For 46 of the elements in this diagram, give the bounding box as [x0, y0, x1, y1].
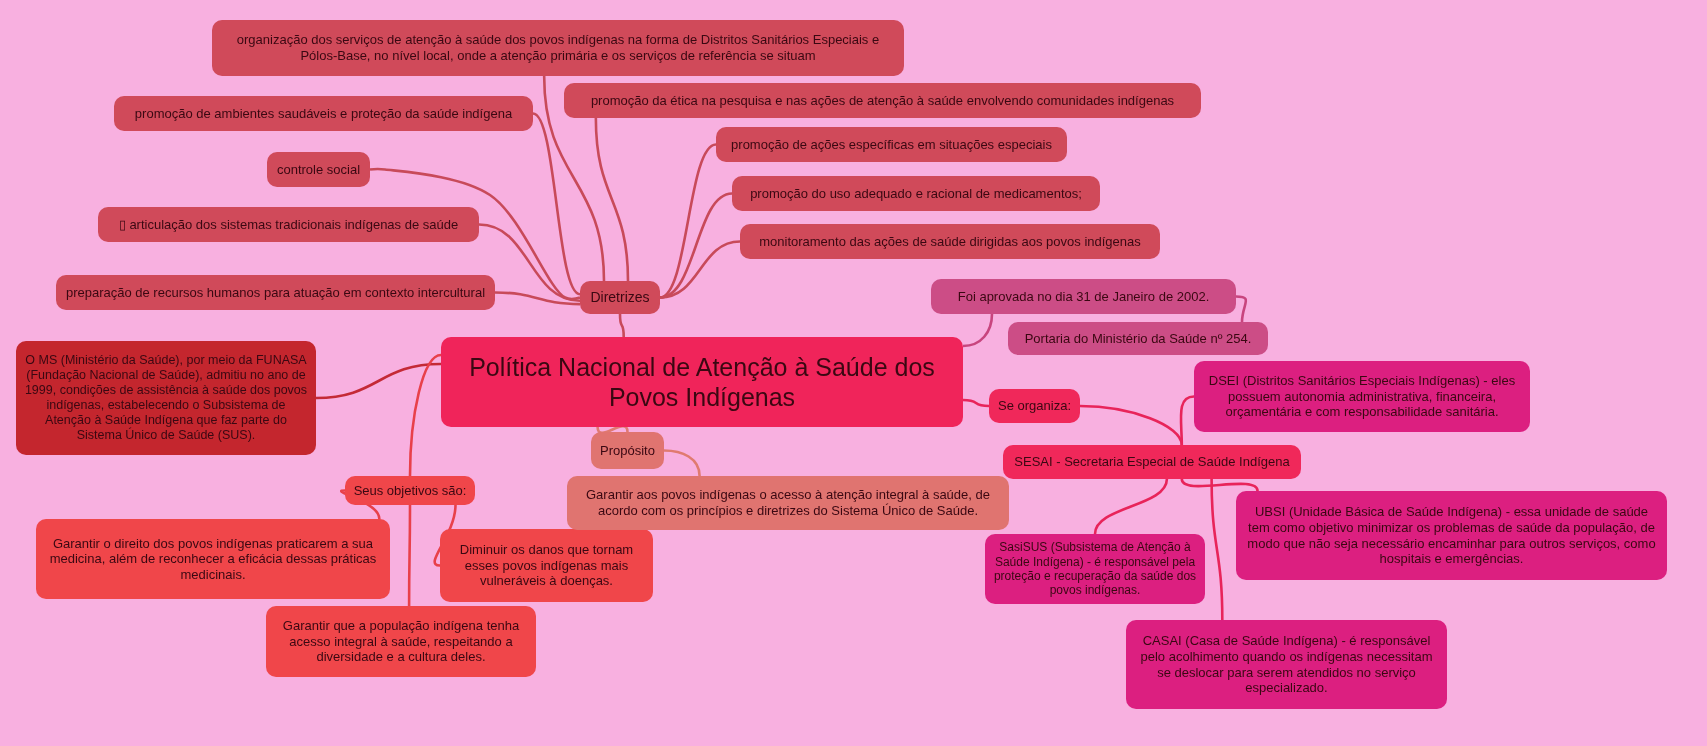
- topic-box: monitoramento das ações de saúde dirigidas aos povos indígenas: [740, 224, 1160, 259]
- topic-box: Seus objetivos são:: [345, 476, 475, 505]
- connector-line: [532, 112, 581, 296]
- connector-line: [596, 424, 629, 435]
- topic-box: Propósito: [591, 432, 664, 469]
- topic-box: Foi aprovada no dia 31 de Janeiro de 2002.: [931, 279, 1236, 314]
- connector-line: [962, 398, 990, 408]
- connector-line: [1235, 295, 1248, 323]
- topic-box: Portaria do Ministério da Saúde nº 254.: [1008, 322, 1268, 355]
- topic-box: preparação de recursos humanos para atuação em contexto intercultural: [56, 275, 495, 310]
- central-topic-box: Política Nacional de Atenção à Saúde dos Povos Indígenas: [441, 337, 963, 427]
- connector-line: [494, 291, 581, 306]
- connector-line: [478, 223, 581, 303]
- connector-line: [659, 240, 741, 299]
- topic-box: Diminuir os danos que tornam esses povos indígenas mais vulneráveis à doenças.: [440, 529, 653, 602]
- connector-line: [1179, 395, 1195, 446]
- topic-box: UBSI (Unidade Básica de Saúde Indígena) - essa unidade de saúde tem como objetivo minimizar os problemas de saúde da população, de modo que não seja necessário encaminhar para outros serviços, como hospitais e emergências.: [1236, 491, 1667, 580]
- connector-line: [407, 505, 412, 606]
- connector-line: [1093, 478, 1169, 535]
- connector-line: [1180, 478, 1259, 492]
- topic-box: Diretrizes: [580, 281, 660, 314]
- connector-line: [663, 449, 701, 477]
- topic-box: SasiSUS (Subsistema de Atenção à Saúde Indígena) - é responsável pela proteção e recuperação da saúde dos povos indígenas.: [985, 534, 1205, 604]
- connector-line: [1210, 479, 1224, 620]
- topic-box: O MS (Ministério da Saúde), por meio da FUNASA (Fundação Nacional de Saúde), admitiu no ano de 1999, condições de assistência à saúde dos povos indígenas, estabelecendo o Subsistema de Atenção à Saúde Indígena que faz parte do Sistema Único de Saúde (SUS).: [16, 341, 316, 455]
- connector-line: [962, 313, 994, 348]
- topic-box: promoção da ética na pesquisa e nas ações de atenção à saúde envolvendo comunidades indígenas: [564, 83, 1201, 118]
- connector-line: [542, 75, 606, 282]
- topic-box: Se organiza:: [989, 389, 1080, 423]
- connector-line: [315, 362, 442, 400]
- topic-box: Garantir aos povos indígenas o acesso à atenção integral à saúde, de acordo com os princípios e diretrizes do Sistema Único de Saúde.: [567, 476, 1009, 530]
- connector-line: [618, 313, 625, 338]
- topic-box: CASAI (Casa de Saúde Indígena) - é responsável pelo acolhimento quando os indígenas necessitam se deslocar para serem atendidos no serviço especializado.: [1126, 620, 1447, 709]
- connector-line: [369, 167, 581, 301]
- topic-box: promoção de ambientes saudáveis e proteção da saúde indígena: [114, 96, 533, 131]
- topic-box: controle social: [267, 152, 370, 187]
- topic-box: organização dos serviços de atenção à saúde dos povos indígenas na forma de Distritos Sanitários Especiais e Pólos-Base, no nível local, onde a atenção primária e os serviços de referência se situam: [212, 20, 904, 76]
- topic-box: promoção de ações específicas em situações especiais: [716, 127, 1067, 162]
- connector-line: [594, 117, 630, 282]
- topic-box: promoção do uso adequado e racional de medicamentos;: [732, 176, 1100, 211]
- topic-box: ▯ articulação dos sistemas tradicionais indígenas de saúde: [98, 207, 479, 242]
- topic-box: Garantir o direito dos povos indígenas praticarem a sua medicina, além de reconhecer a eficácia dessas práticas medicinais.: [36, 519, 390, 599]
- topic-box: DSEI (Distritos Sanitários Especiais Indígenas) - eles possuem autonomia administrativa, financeira, orçamentária e com responsabilidade sanitária.: [1194, 361, 1530, 432]
- connector-line: [408, 353, 442, 477]
- topic-box: SESAI - Secretaria Especial de Saúde Indígena: [1003, 445, 1301, 479]
- topic-box: Garantir que a população indígena tenha acesso integral à saúde, respeitando a diversidade e a cultura deles.: [266, 606, 536, 677]
